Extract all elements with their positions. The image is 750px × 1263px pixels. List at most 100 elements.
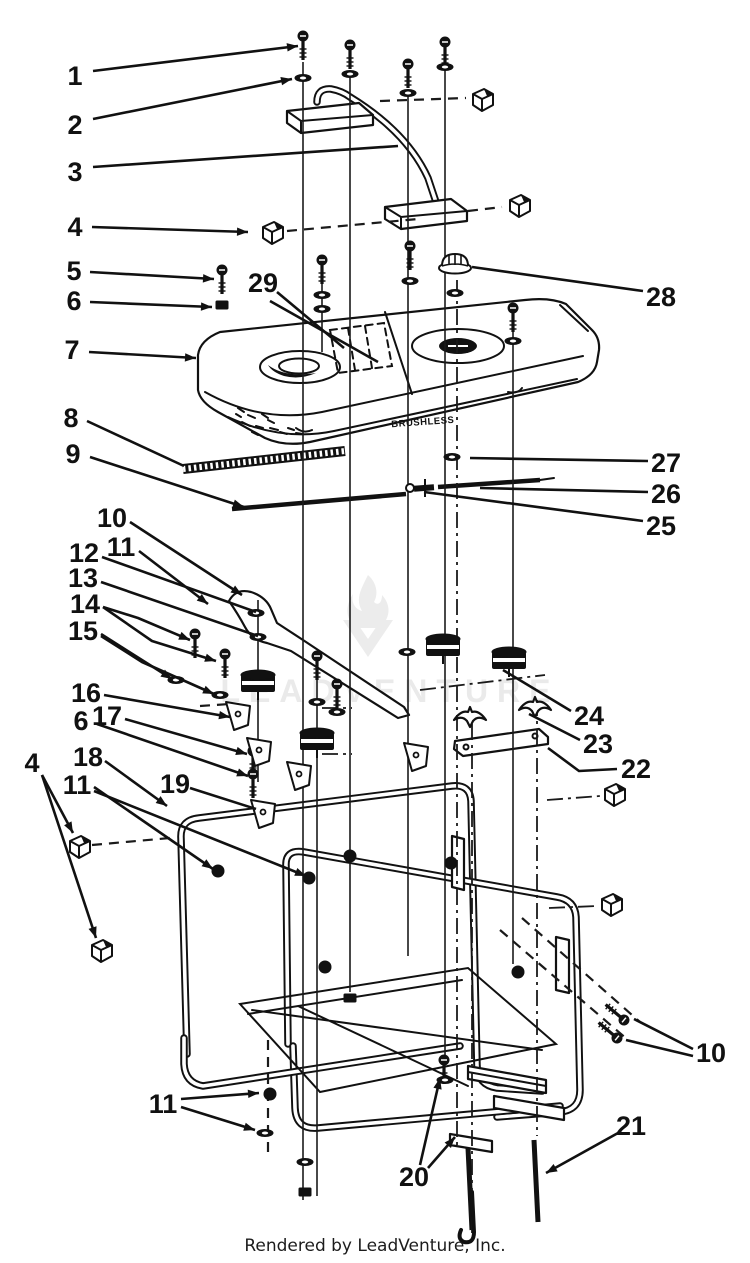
arrowhead [236, 768, 248, 777]
cube-part [601, 893, 623, 917]
callout-label: 11 [149, 1089, 178, 1119]
leader-line [633, 1017, 694, 1051]
linkage-rod [437, 477, 541, 490]
leader-line [89, 270, 215, 281]
center-line [91, 836, 171, 847]
clevis-part [405, 479, 435, 497]
washer-part [341, 70, 359, 78]
footer-credit: Rendered by LeadVenture, Inc. [244, 1236, 506, 1256]
screw-part [247, 768, 259, 798]
filler-recess [411, 328, 505, 364]
hardware-parts [69, 30, 630, 1245]
flag-part [286, 761, 312, 791]
callout-label: 25 [646, 511, 676, 541]
dot-part [444, 856, 458, 870]
screw-part [316, 254, 328, 284]
arrowhead [202, 274, 214, 283]
mount-part [491, 646, 527, 677]
flag-part [250, 799, 276, 829]
leader-line [418, 1077, 442, 1166]
leader-line [88, 350, 197, 360]
leader-line [124, 717, 248, 756]
washer-part [313, 291, 331, 299]
callout-label: 6 [66, 286, 81, 316]
tank-opening [259, 350, 341, 384]
dot-part [211, 864, 225, 878]
leader-line [547, 746, 618, 773]
screw-part [311, 650, 323, 680]
center-line [499, 929, 629, 1041]
cube-part [509, 194, 531, 218]
screw-part [331, 678, 343, 708]
arrowhead [232, 499, 244, 508]
clip-part [452, 705, 488, 729]
arrowhead [218, 710, 230, 720]
washer-part [401, 277, 419, 285]
leader-line [40, 774, 98, 939]
callout-label: 28 [646, 282, 676, 312]
callout-label: 17 [92, 701, 122, 731]
linkage-rod [231, 491, 407, 512]
cap-part [438, 252, 472, 275]
callout-label: 14 [70, 589, 100, 619]
leader-line [102, 605, 191, 642]
arrowhead [546, 1163, 558, 1173]
center-line [521, 917, 641, 1023]
mount-bracket-bar [452, 727, 550, 758]
callout-label: 2 [67, 110, 82, 140]
screw-part [402, 58, 414, 88]
screw-part [219, 648, 231, 678]
chevron-v-icon [343, 620, 393, 657]
leader-line [93, 785, 214, 871]
callout-label: 6 [73, 706, 88, 736]
callout-label: 10 [696, 1038, 726, 1068]
screw-part [344, 39, 356, 69]
callout-label: 11 [63, 770, 92, 800]
callout-label: 29 [248, 268, 278, 298]
callout-label: 9 [65, 439, 80, 469]
leader-line [89, 300, 213, 309]
arrowhead [444, 1137, 455, 1149]
leader-line [528, 712, 581, 742]
flag-part [403, 742, 429, 772]
center-line [546, 795, 601, 801]
washer-part [256, 1129, 274, 1137]
leader-line [129, 520, 243, 597]
callout-label: 16 [71, 678, 101, 708]
callout-label: 21 [616, 1111, 646, 1141]
leader-line [92, 144, 399, 169]
leader-line [86, 419, 185, 468]
flag-part [246, 737, 272, 767]
leader-line [100, 580, 259, 638]
slot-plate [450, 834, 571, 995]
decal-outline [328, 321, 394, 375]
callout-label: 4 [24, 748, 39, 778]
arrowhead [178, 631, 190, 640]
leader-line [423, 490, 644, 523]
callout-label: 20 [399, 1162, 429, 1192]
callout-label: 13 [68, 563, 98, 593]
leader-line [92, 77, 293, 121]
callout-label: 15 [68, 616, 98, 646]
callout-label: 5 [66, 256, 81, 286]
arrowhead [202, 685, 214, 694]
screw-part [597, 1021, 623, 1044]
brand-label: BRUSHLESS [391, 415, 455, 430]
dot-part [263, 1087, 277, 1101]
leader-line [625, 1038, 694, 1058]
cube-part [262, 221, 284, 245]
leader-line [469, 456, 649, 463]
callout-label: 22 [621, 754, 651, 784]
arrowhead [200, 302, 212, 311]
screw-part [216, 264, 228, 294]
center-line [199, 702, 231, 708]
washer-part [308, 698, 326, 706]
leader-line [104, 759, 168, 808]
washer-part [446, 289, 464, 297]
leader-line [276, 291, 345, 349]
arrowhead [230, 585, 242, 595]
arrowhead [235, 746, 247, 756]
center-line [286, 217, 419, 233]
tank-texture [235, 407, 304, 436]
